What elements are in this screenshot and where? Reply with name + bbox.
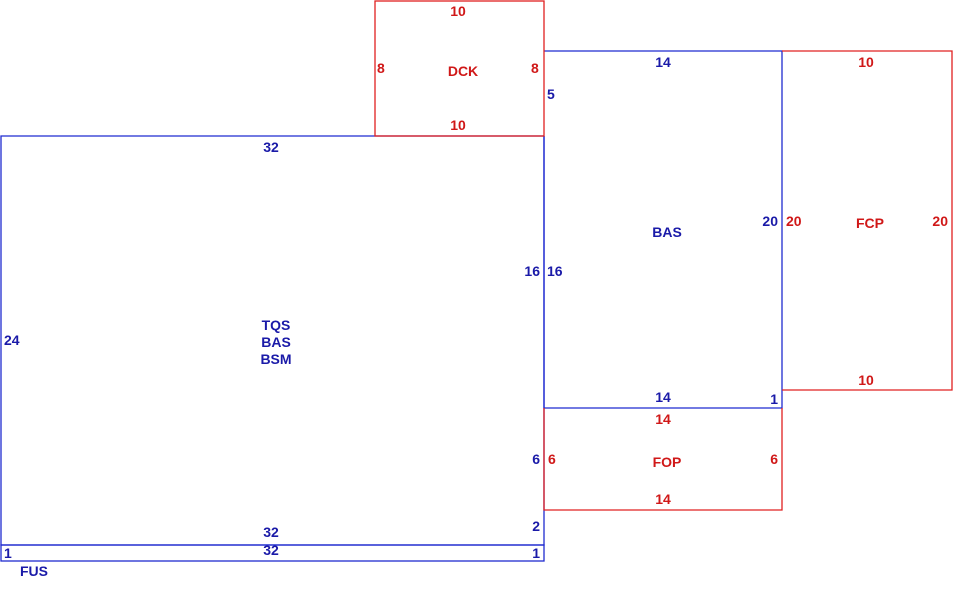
main-bottom-dimension: 32 <box>263 524 279 540</box>
bas-left-top-dimension: 5 <box>547 86 555 102</box>
dck-right-dimension: 8 <box>531 60 539 76</box>
fus-left-dimension: 1 <box>4 545 12 561</box>
main-area-label-3: BSM <box>260 351 291 367</box>
dck-area-label: DCK <box>448 63 478 79</box>
bas-bottom-dimension: 14 <box>655 389 671 405</box>
main-left-dimension: 24 <box>4 332 20 348</box>
fus-top-dimension: 32 <box>263 542 279 558</box>
fcp-area-label: FCP <box>856 215 884 231</box>
bas-area-label: BAS <box>652 224 682 240</box>
main-area-label-1: TQS <box>262 317 291 333</box>
fcp-left-dimension: 20 <box>786 213 802 229</box>
fop-area-label: FOP <box>653 454 682 470</box>
fop-left-dimension: 6 <box>548 451 556 467</box>
fcp-bottom-dimension: 10 <box>858 372 874 388</box>
fop-area-outline <box>543 408 783 511</box>
dck-bottom-dimension: 10 <box>450 117 466 133</box>
main-top-dimension: 32 <box>263 139 279 155</box>
dck-left-dimension: 8 <box>377 60 385 76</box>
main-right-dimension: 16 <box>524 263 540 279</box>
dck-top-dimension: 10 <box>450 3 466 19</box>
main-right-lower-dimension: 6 <box>532 451 540 467</box>
dck-area-outline <box>374 0 545 137</box>
fcp-top-dimension: 10 <box>858 54 874 70</box>
fus-right-dimension: 1 <box>532 545 540 561</box>
bas-left-dimension: 16 <box>547 263 563 279</box>
fop-bottom-dimension: 14 <box>655 491 671 507</box>
fus-area-label: FUS <box>20 563 48 579</box>
fcp-area-outline <box>782 50 953 391</box>
bas-right-bottom-dimension: 1 <box>770 391 778 407</box>
bas-right-dimension: 20 <box>762 213 778 229</box>
main-area-label-2: BAS <box>261 334 291 350</box>
fus-area-outline <box>0 544 545 562</box>
fop-right-dimension: 6 <box>770 451 778 467</box>
bas-top-dimension: 14 <box>655 54 671 70</box>
fop-top-dimension: 14 <box>655 411 671 427</box>
fcp-right-dimension: 20 <box>932 213 948 229</box>
main-right-bottom-dimension: 2 <box>532 518 540 534</box>
